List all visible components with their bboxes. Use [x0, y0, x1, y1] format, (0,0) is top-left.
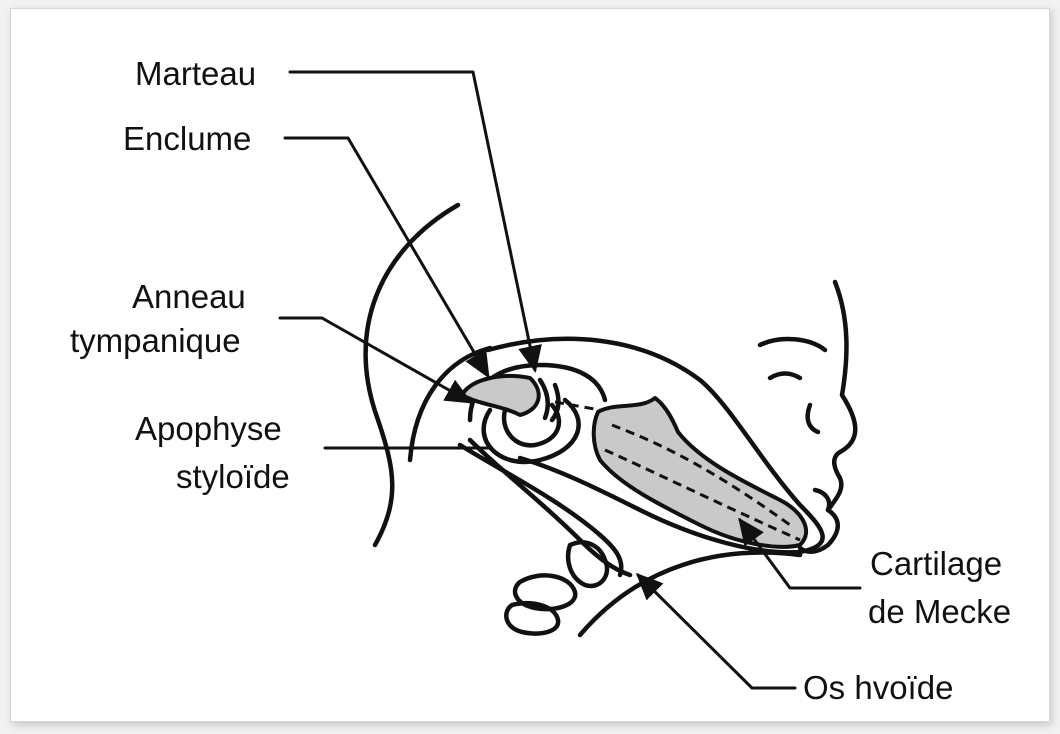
label-apophyse-line2: styloïde [176, 458, 290, 495]
leader-anneau [280, 318, 470, 402]
label-anneau-line2: tympanique [70, 322, 241, 359]
eye-lid [760, 339, 825, 350]
eye-lower [770, 374, 800, 379]
leader-marteau [290, 72, 535, 370]
label-apophyse-line1: Apophyse [135, 410, 282, 447]
label-cartilage-line2: de Mecke [868, 593, 1011, 630]
ossicle-dash [555, 402, 600, 410]
label-anneau-line1: Anneau [132, 278, 246, 315]
malleus-grey [462, 376, 539, 415]
mouth [815, 490, 829, 510]
label-hyoide: Os hvoïde [803, 669, 953, 706]
label-marteau: Marteau [135, 55, 256, 92]
nostril [808, 405, 818, 432]
neck-curve [410, 348, 490, 460]
leader-enclume [285, 138, 488, 376]
label-enclume: Enclume [123, 120, 251, 157]
leader-hyoide [638, 575, 795, 688]
incus-shape [540, 380, 558, 420]
label-cartilage-line1: Cartilage [870, 545, 1002, 582]
